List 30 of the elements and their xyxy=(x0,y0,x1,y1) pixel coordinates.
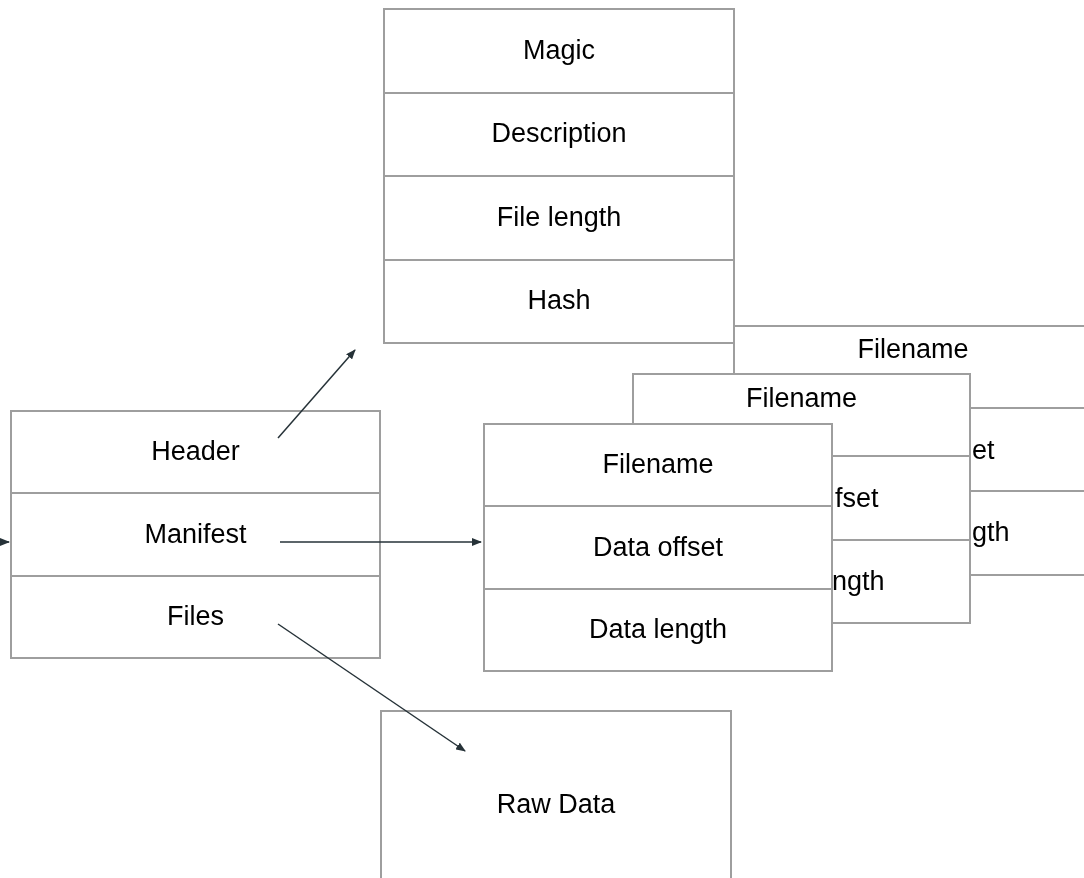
record-table xyxy=(383,8,735,344)
field-label: Raw Data xyxy=(496,790,616,820)
record-table xyxy=(483,423,833,672)
record-table xyxy=(10,410,381,659)
field-label: ngth xyxy=(832,566,885,597)
field-label: Manifest xyxy=(144,519,247,550)
field-label: Data offset xyxy=(592,532,724,563)
field-label: Filename xyxy=(602,450,714,480)
arrow xyxy=(0,538,10,546)
field-label: Hash xyxy=(527,286,591,317)
field-label: File length xyxy=(496,202,622,233)
field-label: Description xyxy=(491,119,627,150)
field-label: fset xyxy=(835,484,879,514)
data-block xyxy=(380,710,732,878)
stacked-table-row xyxy=(733,325,1084,373)
arrow xyxy=(279,538,482,546)
arrow xyxy=(277,623,466,752)
stacked-table-row xyxy=(632,373,971,423)
field-label: Magic xyxy=(523,35,595,66)
field-label: Header xyxy=(151,437,240,467)
field-label: Filename xyxy=(857,335,969,365)
field-label: Data length xyxy=(588,614,728,645)
field-label: Filename xyxy=(745,384,857,414)
stacked-table-row xyxy=(832,539,971,624)
field-label: et xyxy=(972,435,995,466)
stacked-table-row xyxy=(970,490,1084,576)
field-label: gth xyxy=(972,518,1010,548)
arrow xyxy=(277,349,356,439)
stacked-table-row xyxy=(832,455,971,541)
field-label: Files xyxy=(167,601,224,632)
